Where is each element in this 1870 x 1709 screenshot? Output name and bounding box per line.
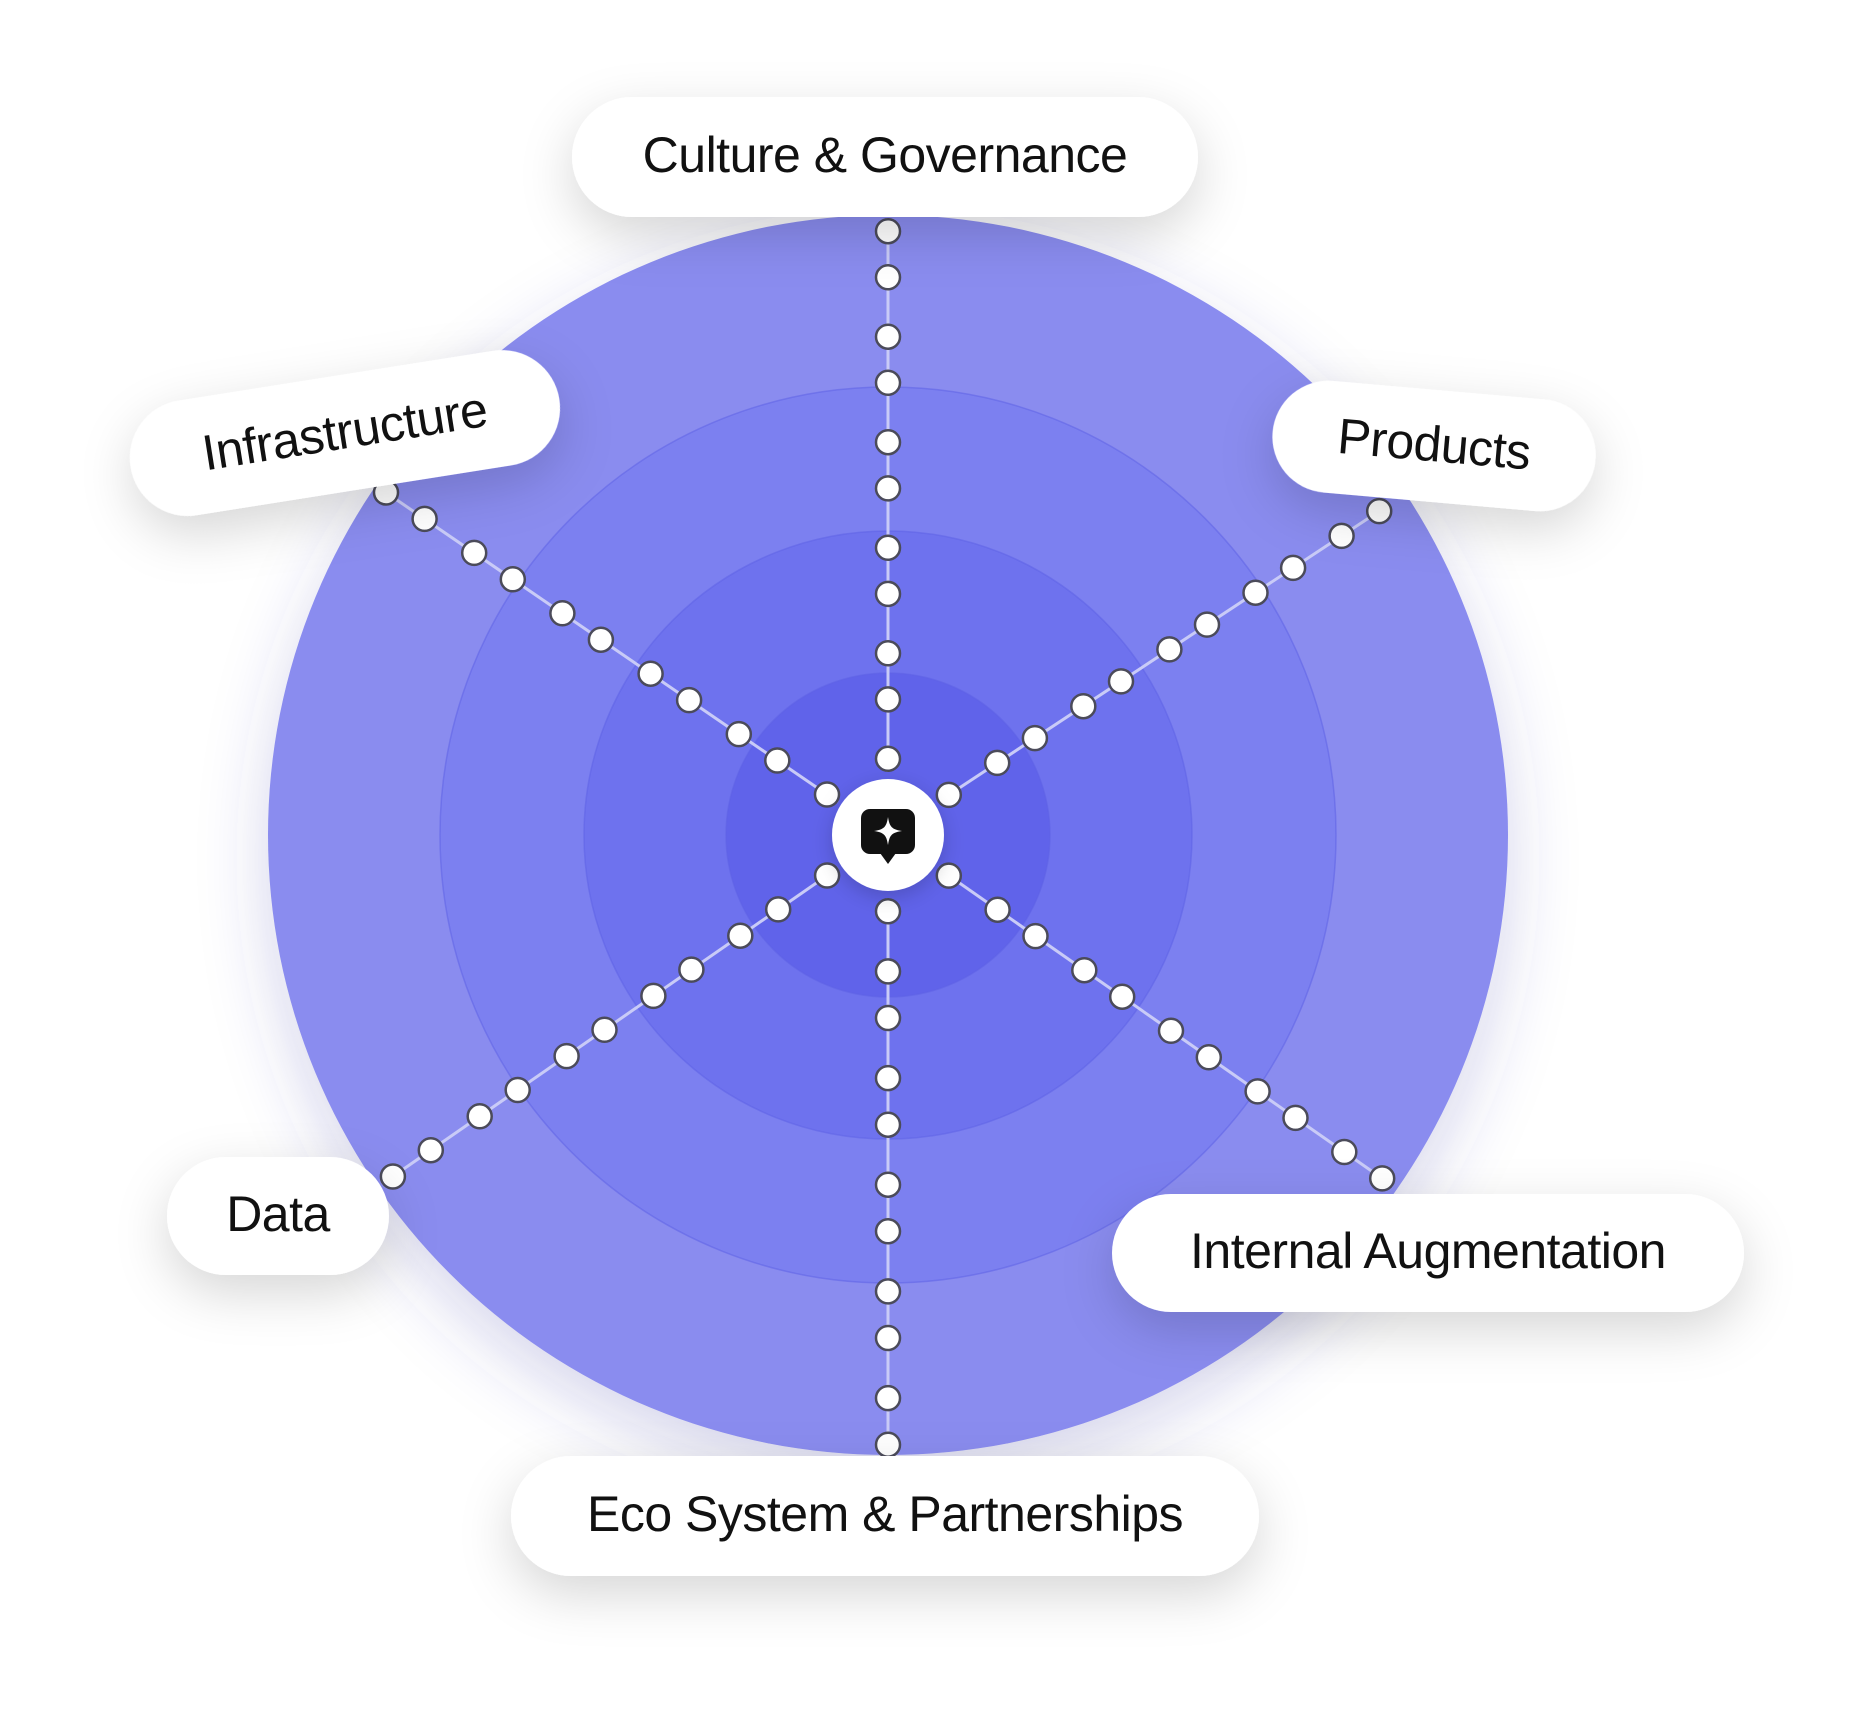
spoke-products-node[interactable] <box>983 749 1011 777</box>
label-products[interactable]: Products <box>1268 376 1601 516</box>
spoke-culture-node[interactable] <box>874 369 902 397</box>
spoke-products-node[interactable] <box>1193 611 1221 638</box>
spoke-data-node[interactable] <box>591 1016 618 1044</box>
spoke-data-node[interactable] <box>466 1103 493 1130</box>
spoke-internal-node[interactable] <box>1071 956 1098 984</box>
sparkle-chat-icon <box>861 809 915 864</box>
label-pill <box>129 350 561 516</box>
spoke-infrastructure-node[interactable] <box>411 505 438 533</box>
label-text: Eco System & Partnerships <box>587 1486 1183 1542</box>
spoke-ecosystem-node[interactable] <box>874 958 902 985</box>
spoke-data-node[interactable] <box>417 1136 445 1164</box>
spoke-products-node[interactable] <box>1328 522 1355 550</box>
spoke-products-node[interactable] <box>1107 668 1135 695</box>
label-pill <box>511 1456 1259 1576</box>
spoke-internal-node[interactable] <box>935 862 963 889</box>
spoke-culture-node[interactable] <box>874 745 902 773</box>
spoke-culture-node[interactable] <box>874 580 902 608</box>
spoke-culture-node[interactable] <box>874 534 902 562</box>
spoke-infrastructure-node[interactable] <box>587 626 615 653</box>
spoke-infrastructure-node[interactable] <box>675 686 703 714</box>
label-culture-governance[interactable]: Culture & Governance <box>572 97 1198 217</box>
spoke-infrastructure-node[interactable] <box>637 660 664 687</box>
spoke-internal-node[interactable] <box>1108 983 1136 1010</box>
spoke-ecosystem-node[interactable] <box>874 1218 902 1245</box>
spoke-infrastructure-node[interactable] <box>460 539 488 567</box>
spoke-internal-node[interactable] <box>1157 1017 1185 1045</box>
spoke-culture-node[interactable] <box>874 264 902 291</box>
label-data[interactable]: Data <box>167 1157 389 1275</box>
label-internal-augmentation[interactable]: Internal Augmentation <box>1112 1194 1744 1312</box>
spoke-data-node[interactable] <box>379 1163 407 1190</box>
spoke-infrastructure-node[interactable] <box>499 566 527 593</box>
label-pill <box>572 97 1198 217</box>
spoke-ecosystem-node[interactable] <box>874 1384 902 1412</box>
spoke-infrastructure-node[interactable] <box>813 781 841 808</box>
center-hub[interactable] <box>832 779 944 891</box>
spoke-culture-node[interactable] <box>874 217 902 245</box>
spoke-culture-node[interactable] <box>874 475 902 502</box>
spoke-data-node[interactable] <box>640 982 667 1010</box>
label-pill <box>1112 1194 1744 1312</box>
label-eco-system-partnerships[interactable]: Eco System & Partnerships <box>511 1456 1259 1576</box>
spoke-culture-node[interactable] <box>874 686 902 713</box>
spoke-data-node[interactable] <box>553 1042 580 1070</box>
category-labels: Culture & Governance Infrastructure Prod… <box>122 97 1744 1576</box>
spoke-ecosystem-node[interactable] <box>874 1431 902 1458</box>
label-text: Data <box>226 1186 330 1242</box>
spoke-internal-node[interactable] <box>984 896 1011 923</box>
spoke-internal-node[interactable] <box>1282 1104 1309 1132</box>
spoke-internal-node[interactable] <box>1022 922 1049 950</box>
label-pill <box>167 1157 389 1275</box>
spoke-products-node[interactable] <box>1070 692 1097 720</box>
spoke-data-node[interactable] <box>813 862 841 889</box>
spoke-products-node[interactable] <box>1279 554 1307 582</box>
spoke-ecosystem-node[interactable] <box>874 1064 902 1092</box>
spoke-culture-node[interactable] <box>874 428 902 456</box>
spoke-products-node[interactable] <box>1365 497 1393 525</box>
spoke-products-node[interactable] <box>1156 636 1183 663</box>
label-text: Culture & Governance <box>643 127 1128 183</box>
label-pill <box>1272 380 1596 512</box>
spoke-infrastructure-node[interactable] <box>549 600 576 627</box>
spoke-data-node[interactable] <box>504 1076 531 1104</box>
spoke-ecosystem-node[interactable] <box>874 1171 902 1198</box>
spoke-infrastructure-node[interactable] <box>764 747 791 774</box>
label-text: Internal Augmentation <box>1190 1223 1666 1279</box>
spoke-products-node[interactable] <box>1021 724 1049 752</box>
spoke-ecosystem-node[interactable] <box>874 1004 902 1032</box>
spoke-ecosystem-node[interactable] <box>874 898 902 925</box>
label-infrastructure[interactable]: Infrastructure <box>122 342 569 524</box>
spoke-internal-node[interactable] <box>1244 1078 1271 1105</box>
spoke-nodes <box>372 217 1396 1458</box>
spoke-data-node[interactable] <box>764 896 792 923</box>
spoke-culture-node[interactable] <box>874 323 902 350</box>
spoke-ecosystem-node[interactable] <box>874 1111 902 1138</box>
spoke-products-node[interactable] <box>1242 579 1269 606</box>
spoke-internal-node[interactable] <box>1195 1044 1223 1071</box>
spoke-data-node[interactable] <box>727 922 754 949</box>
spoke-internal-node[interactable] <box>1368 1165 1396 1192</box>
spoke-internal-node[interactable] <box>1331 1138 1358 1166</box>
spoke-culture-node[interactable] <box>874 640 902 667</box>
spoke-products-node[interactable] <box>935 781 963 809</box>
spoke-data-node[interactable] <box>678 956 705 983</box>
spoke-ecosystem-node[interactable] <box>874 1278 902 1305</box>
spoke-infrastructure-node[interactable] <box>725 720 753 748</box>
spoke-ecosystem-node[interactable] <box>874 1324 902 1352</box>
